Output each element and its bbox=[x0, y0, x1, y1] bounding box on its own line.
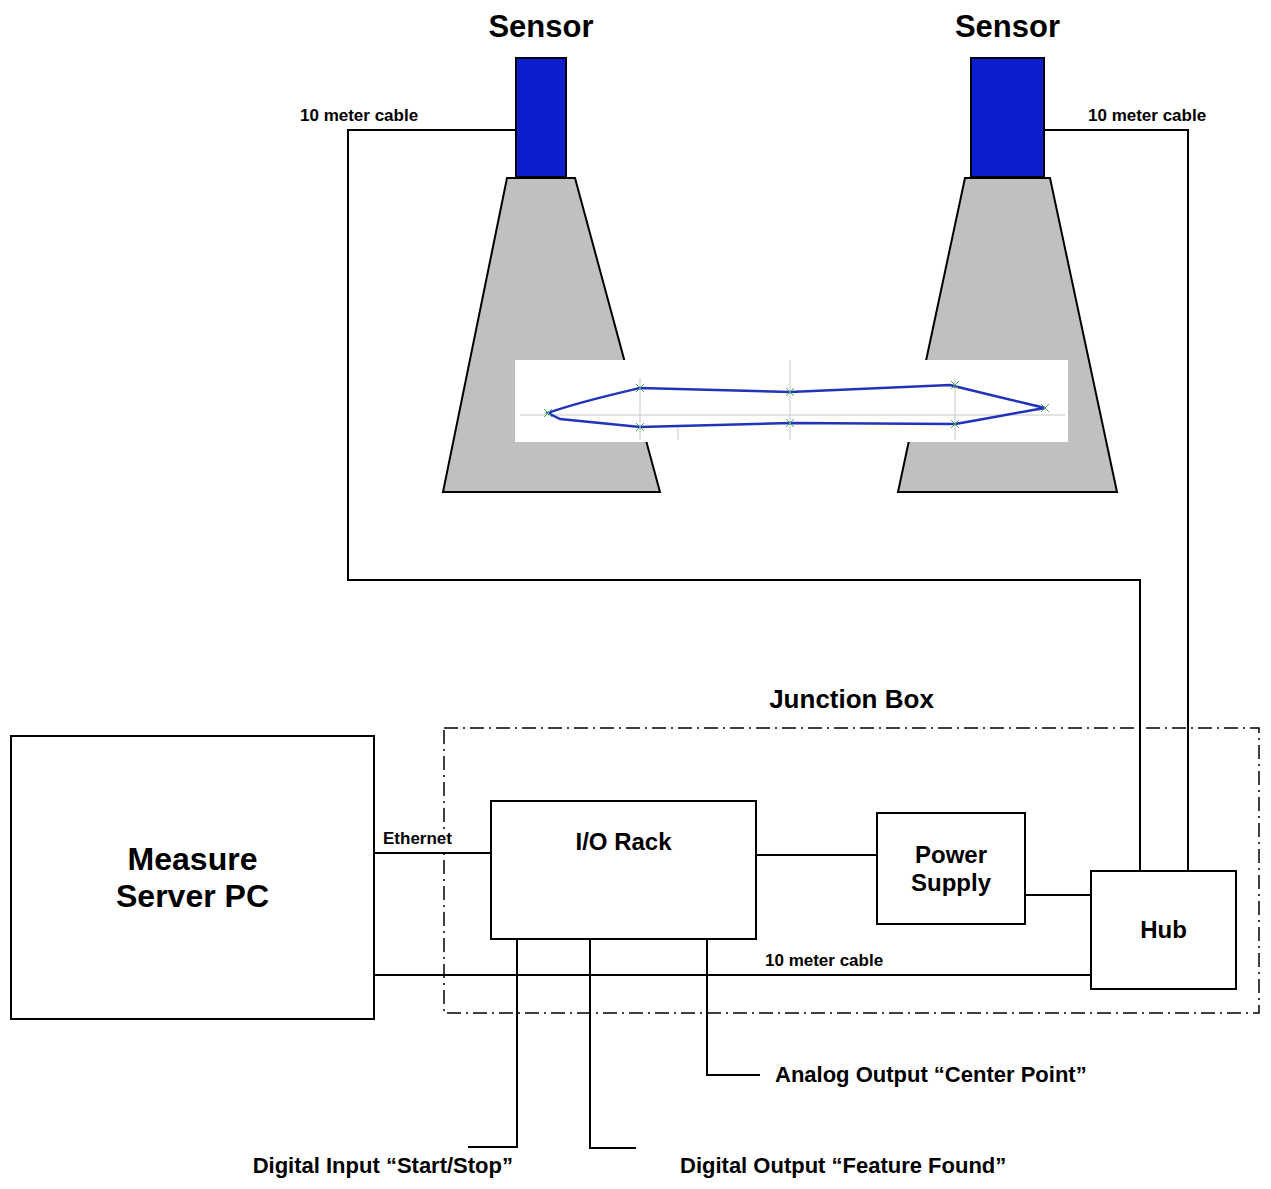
sensor-beam bbox=[443, 178, 660, 492]
profile-grid bbox=[640, 360, 955, 440]
sensor-box: Sensor bbox=[515, 57, 567, 178]
profile-panel bbox=[515, 360, 1068, 442]
cable-line bbox=[375, 852, 490, 854]
dash-dot-outline bbox=[444, 728, 1259, 1013]
box-text: Hub bbox=[1140, 916, 1187, 944]
edge-label: Ethernet bbox=[381, 829, 454, 849]
edge-label: 10 meter cable bbox=[1086, 106, 1208, 126]
signal-wire bbox=[590, 940, 636, 1148]
heading-text: Junction Box bbox=[769, 685, 934, 715]
cable-line bbox=[1026, 894, 1090, 896]
power-supply-box: Power Supply bbox=[876, 812, 1026, 925]
sensor-box: Sensor bbox=[970, 57, 1045, 178]
pc-box: Measure Server PC bbox=[10, 735, 375, 1020]
signal-wire bbox=[707, 940, 760, 1075]
signal-wire bbox=[468, 940, 517, 1147]
cable-line bbox=[348, 130, 1140, 870]
cable-line bbox=[375, 974, 1090, 976]
cable-line bbox=[1045, 130, 1188, 870]
heading-text: Sensor bbox=[488, 9, 593, 45]
box-text: Measure Server PC bbox=[93, 841, 293, 915]
edge-label: 10 meter cable bbox=[298, 106, 420, 126]
sensor-beam bbox=[898, 178, 1117, 492]
signal-label: Analog Output “Center Point” bbox=[773, 1062, 1089, 1088]
profile-outline bbox=[548, 385, 1045, 427]
box-text: Power Supply bbox=[886, 841, 1016, 896]
profile-markers bbox=[544, 381, 1049, 431]
io-rack-box: I/O Rack bbox=[490, 800, 757, 940]
heading-text: Sensor bbox=[955, 9, 1060, 45]
hub-box: Hub bbox=[1090, 870, 1237, 990]
cable-line bbox=[757, 854, 876, 856]
box-text: I/O Rack bbox=[575, 828, 671, 856]
edge-label: 10 meter cable bbox=[763, 951, 885, 971]
profile-axis bbox=[520, 415, 1065, 416]
signal-label: Digital Input “Start/Stop” bbox=[251, 1153, 515, 1179]
signal-label: Digital Output “Feature Found” bbox=[678, 1153, 1008, 1179]
